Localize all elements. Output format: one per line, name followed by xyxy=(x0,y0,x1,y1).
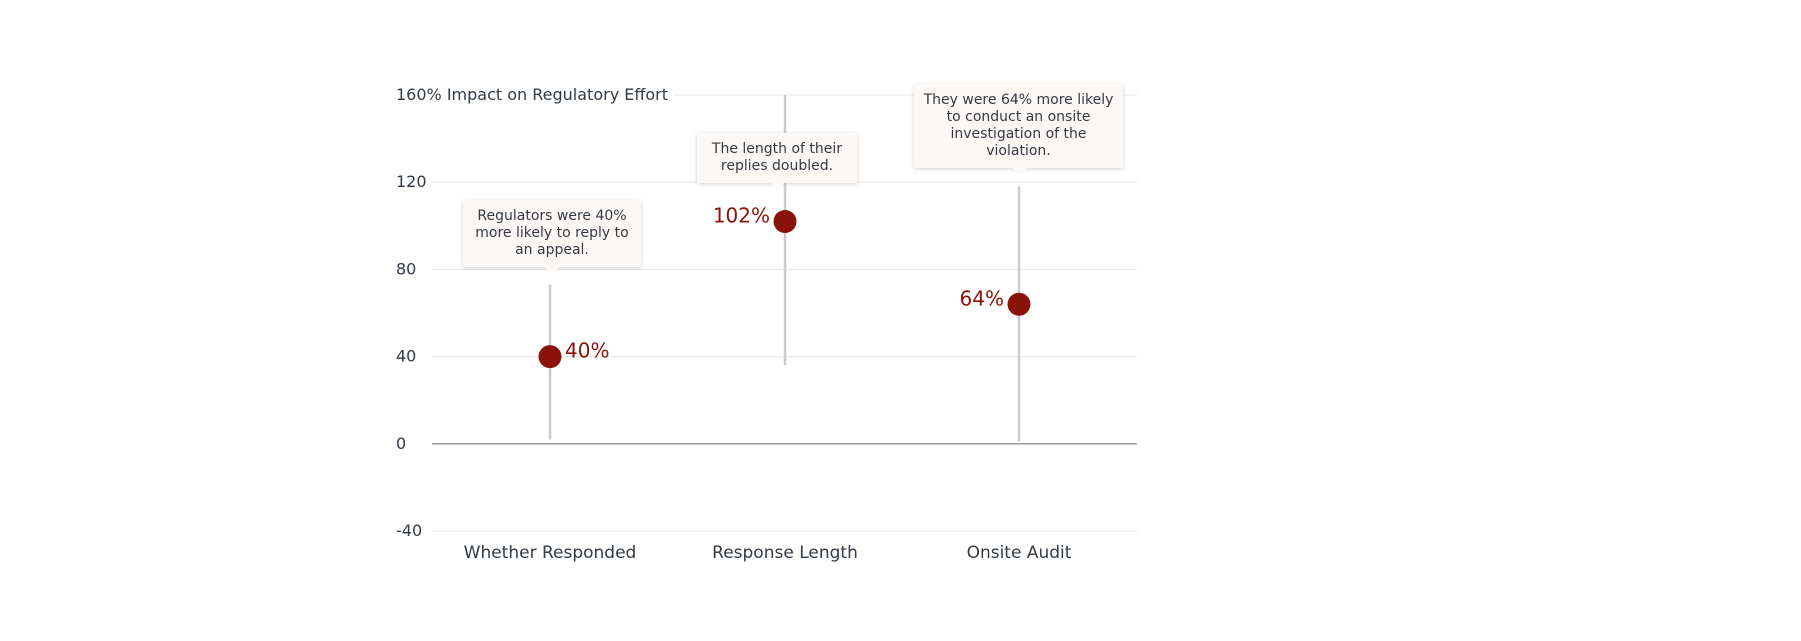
value-label: 102% xyxy=(713,203,770,227)
x-category-label: Whether Responded xyxy=(464,543,637,563)
y-tick-label: -40 xyxy=(396,521,422,540)
value-label: 40% xyxy=(565,339,609,363)
y-axis: -40 0 40 80 120 160% Impact on Regulatory Eff… xyxy=(392,83,675,540)
data-point xyxy=(1007,292,1031,316)
y-tick-label: 120 xyxy=(396,172,427,191)
value-label: 64% xyxy=(960,286,1004,310)
x-category-label: Onsite Audit xyxy=(967,543,1072,563)
y-axis-title-tick: 160% Impact on Regulatory Effort xyxy=(396,85,668,104)
annotation-tooltip: The length of their replies doubled. xyxy=(697,133,857,190)
annotation-tooltip: Regulators were 40% more likely to reply… xyxy=(463,200,641,274)
x-axis-labels: Whether Responded Response Length Onsite A… xyxy=(464,543,1072,563)
y-tick-label: 0 xyxy=(396,434,406,453)
tick-label-background xyxy=(392,83,675,106)
annotation-tooltip: They were 64% more likely to conduct an … xyxy=(914,84,1123,175)
value-labels: 40% 102% 64% xyxy=(565,203,1004,362)
y-tick-label: 80 xyxy=(396,259,416,278)
y-tick-label: 40 xyxy=(396,347,416,366)
data-points xyxy=(538,209,1031,369)
data-point xyxy=(773,209,797,233)
x-category-label: Response Length xyxy=(712,543,858,563)
data-point xyxy=(538,345,562,369)
